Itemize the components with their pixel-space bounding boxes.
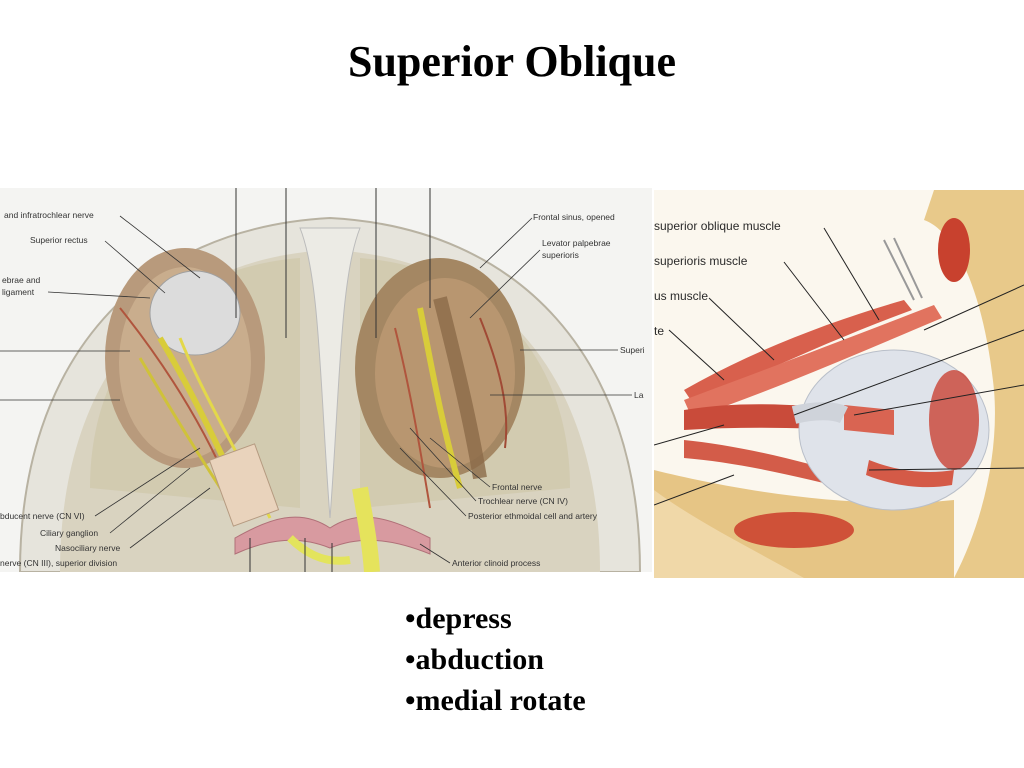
label-levator-line1: Levator palpebrae bbox=[542, 238, 611, 248]
label-trochlea-line2: ligament bbox=[2, 287, 35, 297]
action-bullet-list: •depress •abduction •medial rotate bbox=[405, 598, 586, 721]
label-anterior-clinoid: Anterior clinoid process bbox=[452, 558, 540, 568]
bullet-item-depress: •depress bbox=[405, 602, 512, 635]
label-trochlea-line1: ebrae and bbox=[2, 275, 41, 285]
label-frontal-sinus: Frontal sinus, opened bbox=[533, 212, 615, 222]
eye-lateral-view-illustration: superior oblique muscle superioris muscl… bbox=[654, 190, 1024, 578]
label-infratrochlear-nerve: and infratrochlear nerve bbox=[4, 210, 94, 220]
orbit-superior-view-illustration: and infratrochlear nerve Superior rectus… bbox=[0, 188, 645, 572]
label-trochlear-nerve: Trochlear nerve (CN IV) bbox=[478, 496, 568, 506]
label-oculomotor-nerve: nerve (CN III), superior division bbox=[0, 558, 117, 568]
label-us-muscle: us muscle bbox=[654, 289, 708, 303]
eye-lateral-view-figure: superior oblique muscle superioris muscl… bbox=[654, 190, 1024, 578]
label-abducent-nerve: bducent nerve (CN VI) bbox=[0, 511, 85, 521]
label-superior-right: Superi bbox=[620, 345, 645, 355]
label-superioris-muscle: superioris muscle bbox=[654, 254, 748, 268]
label-posterior-ethmoidal: Posterior ethmoidal cell and artery bbox=[468, 511, 598, 521]
label-superior-oblique-muscle: superior oblique muscle bbox=[654, 219, 781, 233]
label-levator-line2: superioris bbox=[542, 250, 579, 260]
bullet-item-medial-rotate: •medial rotate bbox=[405, 684, 586, 717]
label-lacrimal-right: La bbox=[634, 390, 644, 400]
label-frontal-nerve: Frontal nerve bbox=[492, 482, 542, 492]
label-nasociliary-nerve: Nasociliary nerve bbox=[55, 543, 120, 553]
bullet-item-abduction: •abduction bbox=[405, 643, 544, 676]
label-ciliary-ganglion: Ciliary ganglion bbox=[40, 528, 98, 538]
slide-title: Superior Oblique bbox=[347, 37, 677, 86]
orbit-superior-view-figure: and infratrochlear nerve Superior rectus… bbox=[0, 188, 652, 572]
label-superior-rectus: Superior rectus bbox=[30, 235, 88, 245]
label-te: te bbox=[654, 324, 664, 338]
